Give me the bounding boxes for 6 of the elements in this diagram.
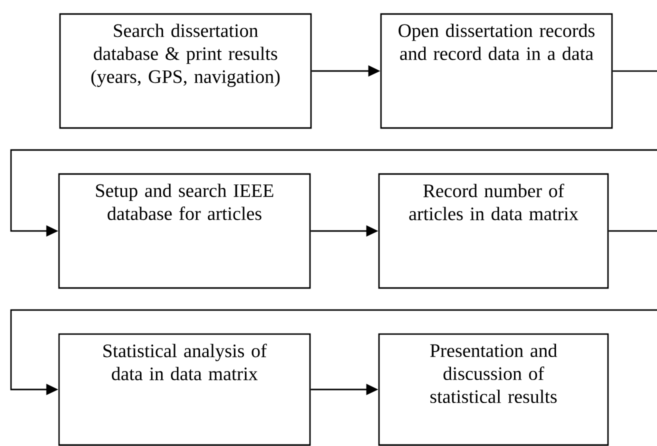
process-box: Record number of articles in data matrix <box>378 173 609 289</box>
process-box: Open dissertation records and record data in a data <box>380 13 613 129</box>
process-box: Setup and search IEEE database for articles <box>58 173 311 289</box>
process-box: Presentation and discussion of statistical results <box>378 333 609 446</box>
process-box: Search dissertation database & print results (years, GPS, navigation) <box>59 13 312 129</box>
process-box: Statistical analysis of data in data matrix <box>58 333 311 446</box>
